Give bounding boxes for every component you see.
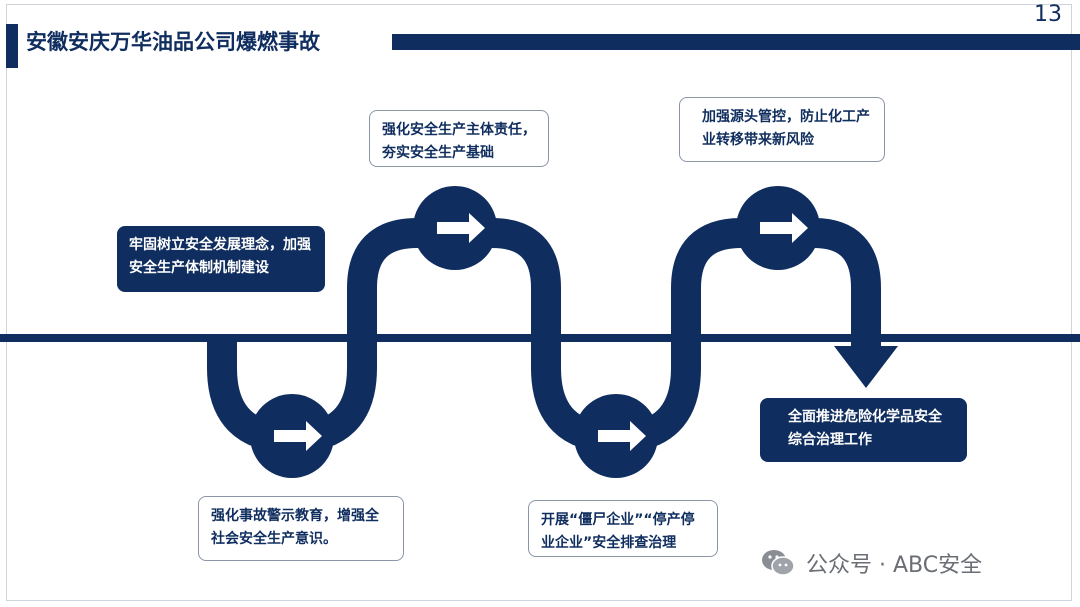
right-arrow-icon — [274, 421, 322, 451]
step-box-5: 加强源头管控，防止化工产业转移带来新风险 — [679, 97, 885, 162]
slide-title: 安徽安庆万华油品公司爆燃事故 — [26, 30, 320, 54]
right-arrow-icon — [760, 213, 808, 243]
step-box-6: 全面推进危险化学品安全综合治理工作 — [760, 398, 967, 462]
step-circle-2 — [413, 186, 497, 270]
title-accent-bar — [6, 24, 18, 68]
page-number: 13 — [1034, 2, 1062, 27]
slide-frame — [6, 4, 1072, 601]
title-underline-bar — [392, 34, 1080, 50]
step-circle-4 — [736, 186, 820, 270]
step-box-4: 开展“僵尸企业”“停产停业企业”安全排查治理 — [528, 500, 718, 557]
right-arrow-icon — [598, 421, 646, 451]
watermark: 公众号 · ABC安全 — [760, 547, 982, 579]
wechat-icon — [762, 550, 795, 576]
step-box-1: 牢固树立安全发展理念，加强安全生产体制机制建设 — [117, 226, 325, 292]
step-box-2: 强化事故警示教育，增强全社会安全生产意识。 — [198, 496, 404, 561]
watermark-text: 公众号 · ABC安全 — [806, 553, 983, 578]
step-circle-3 — [574, 394, 658, 478]
right-arrow-icon — [437, 213, 485, 243]
end-arrowhead — [834, 346, 898, 388]
step-box-3: 强化安全生产主体责任，夯实安全生产基础 — [369, 110, 549, 167]
step-circle-1 — [250, 394, 334, 478]
